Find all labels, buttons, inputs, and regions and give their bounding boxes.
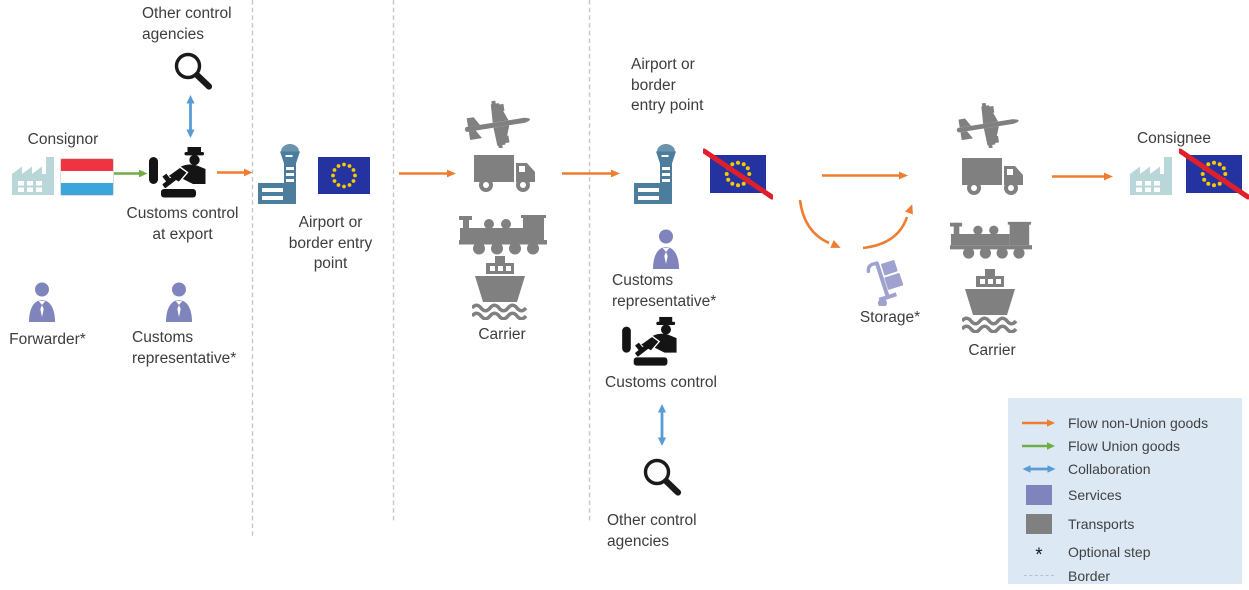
ship-icon [962, 269, 1018, 333]
other-control-agencies-export-label: Other control agencies [142, 5, 232, 43]
border-entry-union-label: Airport or border entry point [288, 214, 373, 272]
customs-officer-icon [622, 316, 677, 366]
flow-non-union-arrow [1052, 172, 1113, 181]
flow-non-union-arrow [562, 169, 620, 178]
luxembourg-flag [60, 158, 114, 196]
plane-icon [956, 102, 1019, 148]
flow-union-arrow-icon [1022, 440, 1056, 452]
collaboration-arrow [657, 404, 667, 446]
magnifier-icon [174, 52, 213, 90]
flow-non-union-arrow [399, 169, 456, 178]
flow-non-union-arrow-icon [1022, 417, 1056, 429]
customs-representative-import-label: Customs representative* [612, 272, 717, 310]
legend-item-transports: Transports [1022, 509, 1242, 539]
border-entry-nonunion-label: Airport or border entry point [631, 56, 704, 114]
eu-flag-crossed [1179, 148, 1249, 200]
collaboration-arrow [186, 95, 195, 138]
legend-item-flow-non-union: Flow non-Union goods [1022, 411, 1242, 434]
border-dash-symbol [1022, 575, 1056, 576]
flow-non-union-arrow [217, 168, 253, 177]
legend-item-services: Services [1022, 480, 1242, 509]
eu-flag [318, 157, 370, 194]
strike-line [703, 148, 773, 200]
customs-control-import-label: Customs control [605, 374, 717, 391]
storage-handtruck-icon [866, 260, 904, 306]
legend-item-collaboration: Collaboration [1022, 457, 1242, 480]
services-swatch [1022, 484, 1056, 505]
legend-item-flow-union: Flow Union goods [1022, 434, 1242, 457]
flow-non-union-arrow [822, 171, 908, 180]
consignor-label: Consignor [27, 131, 99, 148]
customs-officer-icon [149, 147, 206, 198]
carrier-inbound-label: Carrier [968, 342, 1016, 359]
asterisk-symbol: * [1035, 544, 1043, 566]
flow-to-storage-curved-arrow [798, 199, 841, 248]
other-control-agencies-import-label: Other control agencies [607, 512, 697, 550]
truck-icon [474, 155, 535, 192]
airport-tower-icon [258, 144, 300, 204]
ship-icon [472, 256, 528, 320]
forwarder-label: Forwarder* [9, 331, 86, 348]
forwarder-person-icon [29, 282, 55, 322]
customs-representative-export-label: Customs representative* [132, 329, 237, 367]
carrier-outbound-label: Carrier [478, 326, 526, 343]
flow-from-storage-curved-arrow [862, 204, 913, 250]
magnifier-icon [643, 458, 682, 496]
transports-swatch [1022, 514, 1056, 534]
strike-line [1179, 148, 1249, 200]
consignee-label: Consignee [1136, 130, 1212, 147]
customs-representative-person-icon [166, 282, 192, 322]
factory-icon [12, 157, 54, 195]
train-icon [950, 221, 1032, 259]
train-icon [459, 215, 547, 255]
factory-icon [1130, 157, 1172, 195]
flow-union-arrow [113, 169, 148, 178]
legend-item-optional-step: * Optional step [1022, 539, 1242, 566]
eu-flag-crossed [703, 148, 773, 200]
legend: Flow non-Union goods Flow Union goods Co… [1008, 398, 1242, 584]
airport-tower-icon [634, 144, 676, 204]
customs-representative-person-icon [653, 229, 679, 269]
plane-icon [464, 100, 531, 148]
customs-control-at-export-label: Customs control at export [126, 205, 239, 243]
legend-item-border: Border [1022, 564, 1242, 587]
storage-label: Storage* [859, 309, 921, 326]
truck-icon [962, 158, 1023, 195]
collaboration-arrow-icon [1022, 463, 1056, 475]
